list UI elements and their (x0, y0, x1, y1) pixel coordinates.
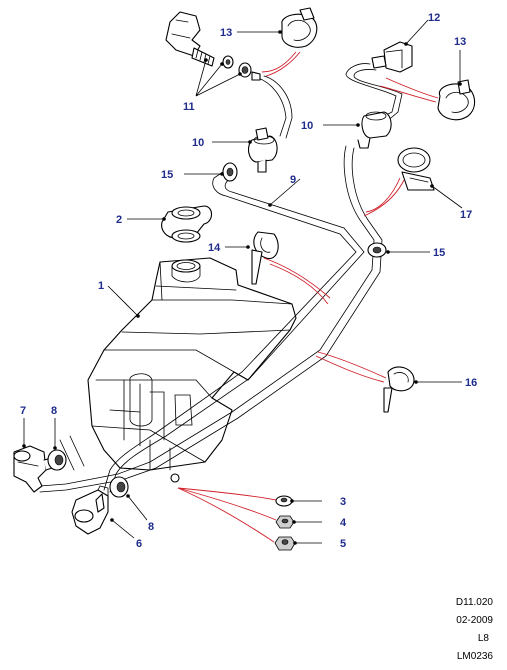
washer-jet-right (371, 41, 413, 73)
callout-2: 2 (116, 214, 122, 226)
hose-clip-upper-left (281, 7, 318, 48)
callout-3: 3 (340, 496, 346, 508)
callout-5: 5 (340, 538, 346, 550)
washer-fixing-3 (275, 495, 293, 507)
callout-15-right: 15 (433, 247, 445, 259)
callout-10-left: 10 (192, 137, 204, 149)
washer-pump-front (13, 445, 53, 493)
nut-fixing-4 (275, 515, 295, 529)
footer-variant: L8 (477, 633, 489, 644)
non-return-valve-right (357, 111, 392, 149)
callout-4: 4 (340, 517, 347, 529)
callout-9: 9 (290, 174, 296, 186)
nut-fixing-5 (274, 536, 296, 551)
non-return-valve-left (247, 127, 278, 173)
cable-tie-16 (383, 366, 415, 413)
cable-tie-14 (251, 231, 279, 285)
callout-1: 1 (98, 280, 104, 292)
callout-13-left: 13 (220, 27, 232, 39)
callout-16: 16 (465, 377, 477, 389)
callout-10-right: 10 (301, 120, 313, 132)
callout-15-upper: 15 (161, 169, 173, 181)
red-reference-lines (177, 51, 439, 543)
callout-14: 14 (208, 242, 221, 254)
callout-17: 17 (460, 209, 472, 221)
washer-pump-rear (71, 485, 109, 535)
leader-lines (22, 19, 463, 545)
hose-clip-upper-right (437, 79, 476, 121)
callout-6: 6 (136, 538, 142, 550)
callout-labels: 1 2 3 4 5 6 7 8 8 9 10 10 11 12 13 13 14… (20, 12, 477, 550)
washer-hose (39, 63, 403, 493)
callout-13-right: 13 (454, 36, 466, 48)
callout-8-lower: 8 (148, 521, 154, 533)
grommet-right (367, 242, 387, 258)
callout-11: 11 (183, 101, 195, 113)
callout-8-upper: 8 (51, 405, 57, 417)
washer-jet-left (165, 11, 261, 81)
footer-date: 02-2009 (456, 615, 493, 626)
footer-ref: LM0236 (456, 651, 493, 662)
callout-12: 12 (428, 12, 440, 24)
grommet-upper (222, 162, 238, 182)
pump-grommet-upper (47, 449, 67, 471)
hose-clip-17 (397, 147, 435, 191)
reservoir (59, 257, 297, 483)
filler-cap (161, 205, 213, 243)
callout-7: 7 (20, 405, 26, 417)
footer-section-code: D11.020 (455, 597, 493, 608)
pump-grommet-lower (109, 476, 129, 498)
